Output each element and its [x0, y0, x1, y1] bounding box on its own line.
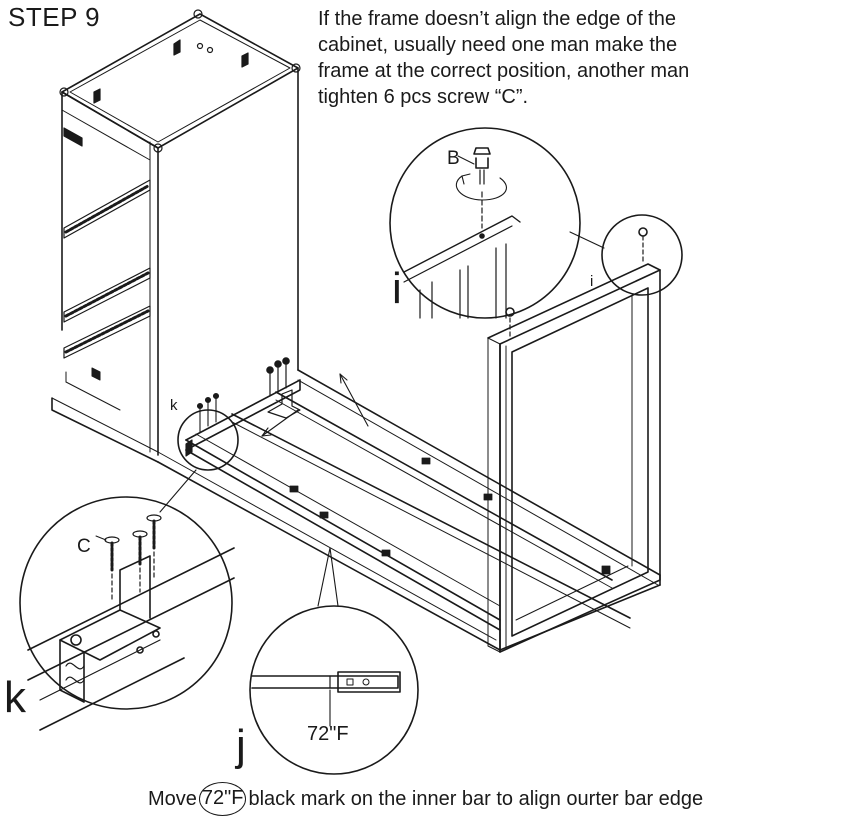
label-screw-c: C [77, 536, 91, 557]
label-j-large: j [234, 721, 246, 770]
instruction-line: frame at the correct position, another m… [318, 60, 690, 82]
caption-prefix: Move [148, 787, 197, 810]
detail-marker-i [601, 214, 683, 296]
label-72f-mark: 72"F [307, 723, 349, 745]
cabinet [51, 9, 301, 463]
leader-line [569, 231, 605, 249]
label-k-small: k [170, 397, 178, 414]
instruction-text: If the frame doesn’t align the edge of t… [318, 6, 818, 110]
label-i-small: i [590, 273, 593, 290]
label-screw-b: B [447, 148, 460, 169]
detail-circle-k [19, 496, 235, 731]
base-frame [157, 357, 661, 651]
label-k-large: k [4, 673, 27, 722]
caption-mark-badge: 72"F [198, 782, 247, 816]
label-i-large: i [392, 264, 402, 313]
detail-circle-j [249, 605, 419, 775]
drawer-slide [63, 127, 151, 359]
end-frame [487, 227, 661, 653]
leader-line [317, 547, 339, 607]
instruction-line: tighten 6 pcs screw “C”. [318, 86, 529, 108]
movement-arrows [261, 373, 369, 437]
detail-circle-i [389, 127, 581, 319]
instruction-line: If the frame doesn’t align the edge of t… [318, 8, 677, 30]
caption-suffix: black mark on the inner bar to align our… [248, 787, 704, 810]
labels: i i k k j B C 72"F [4, 148, 593, 770]
step-title: STEP 9 [8, 2, 101, 32]
caption: Move 72"F black mark on the inner bar to… [148, 782, 703, 816]
instruction-line: cabinet, usually need one man make the [318, 34, 678, 56]
top-brackets [59, 9, 301, 153]
leader-line [159, 469, 197, 513]
